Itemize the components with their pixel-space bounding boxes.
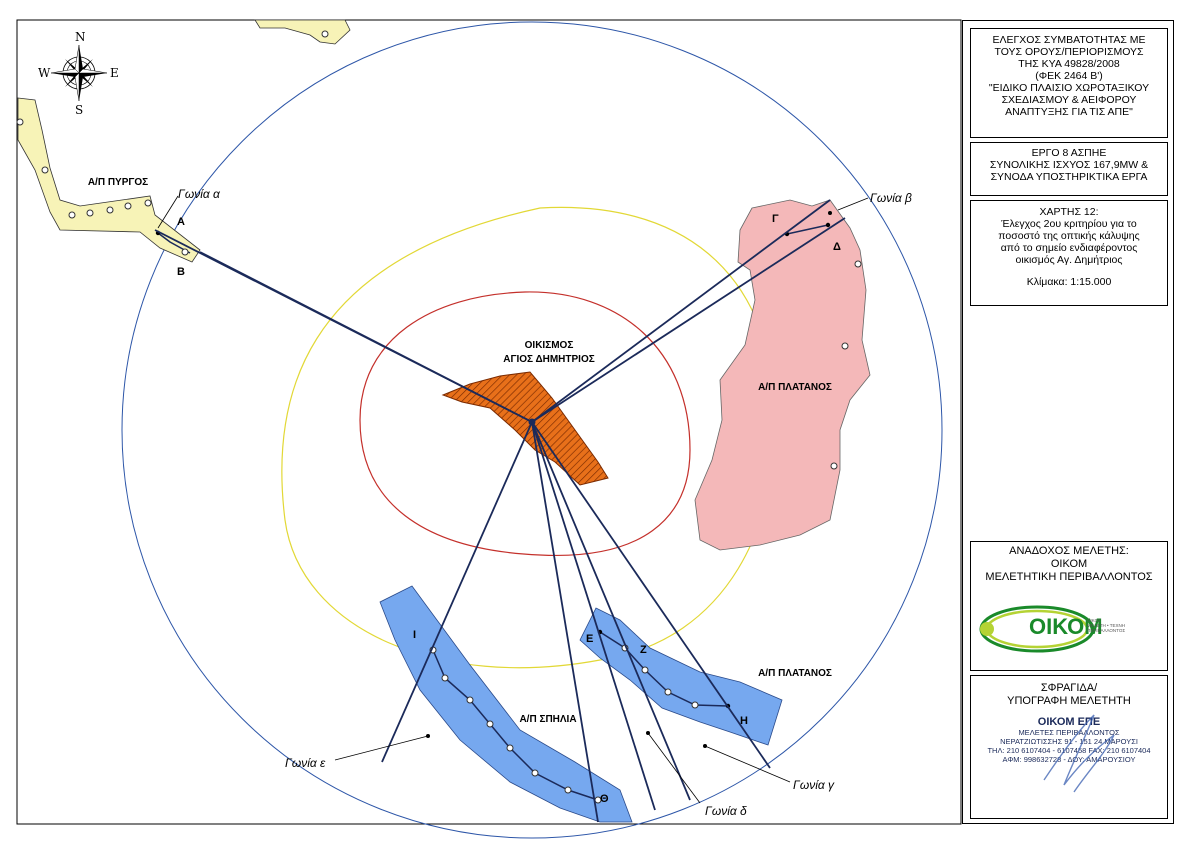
- angle-delta-label: Γωνία δ: [705, 804, 747, 818]
- map-description-line: οικισμός Αγ. Δημήτριος: [1015, 254, 1123, 266]
- point-d-label: Δ: [833, 241, 841, 253]
- stamp-header-line: ΥΠΟΓΡΑΦΗ ΜΕΛΕΤΗΤΗ: [1007, 695, 1131, 707]
- logo-text: ΟΙΚΟΜ: [1029, 614, 1103, 639]
- stamp-header-line: ΣΦΡΑΓΙΔΑ/: [1040, 682, 1098, 694]
- point-g-label: Γ: [772, 213, 779, 225]
- oikom-logo: ΟΙΚΟΜ ΟΙΚΟΣ ΜΕΛΕΤΗ • ΤΕΧΝΗ ΠΕΡΙΒΑΛΛΟΝΤΟΣ: [979, 604, 1157, 654]
- company-stamp: ΟΙΚΟΜ ΕΠΕ ΜΕΛΕΤΕΣ ΠΕΡΙΒΑΛΛΟΝΤΟΣ ΝΕΡΑΤΖΙΩ…: [974, 714, 1164, 812]
- park-spilia-label: Α/Π ΣΠΗΛΙΑ: [519, 714, 576, 725]
- compass-east: E: [110, 66, 119, 80]
- map-scale: Κλίμακα: 1:15.000: [1026, 276, 1112, 288]
- park-platanos-south-label: Α/Π ΠΛΑΤΑΝΟΣ: [758, 668, 832, 679]
- contractor-box: ΑΝΑΔΟΧΟΣ ΜΕΛΕΤΗΣ: ΟΙΚΟΜ ΜΕΛΕΤΗΤΙΚΗ ΠΕΡΙΒ…: [970, 541, 1168, 671]
- project-line: ΕΡΓΟ 8 ΑΣΠΗΕ: [1031, 147, 1107, 159]
- compliance-line: "ΕΙΔΙΚΟ ΠΛΑΙΣΙΟ ΧΩΡΟΤΑΞΙΚΟΥ: [988, 82, 1150, 94]
- settlement-label-line1: ΟΙΚΙΣΜΟΣ: [525, 340, 574, 351]
- yellow-zone: [281, 206, 776, 669]
- settlement-area: [441, 371, 609, 486]
- compliance-box: ΕΛΕΓΧΟΣ ΣΥΜΒΑΤΟΤΗΤΑΣ ΜΕ ΤΟΥΣ ΟΡΟΥΣ/ΠΕΡΙΟ…: [970, 28, 1168, 138]
- park-pyrgos-label: Α/Π ΠΥΡΓΟΣ: [88, 177, 148, 188]
- map-description-line: ποσοστό της οπτικής κάλυψης: [998, 230, 1140, 242]
- point-h-label: Η: [740, 715, 748, 727]
- angle-epsilon-label: Γωνία ε: [285, 756, 326, 770]
- compliance-line: ΑΝΑΠΤΥΞΗΣ ΓΙΑ ΤΙΣ ΑΠΕ": [1005, 106, 1133, 118]
- point-th-label: Θ: [600, 793, 609, 805]
- stamp-line: ΜΕΛΕΤΕΣ ΠΕΡΙΒΑΛΛΟΝΤΟΣ: [1018, 728, 1120, 737]
- stamp-line: ΑΦΜ: 998632728 - ΔΟΥ: ΑΜΑΡΟΥΣΙΟΥ: [1002, 755, 1136, 764]
- stamp-line: ΤΗΛ: 210 6107404 - 6107458 FAX: 210 6107…: [987, 746, 1151, 755]
- contractor-line: ΜΕΛΕΤΗΤΙΚΗ ΠΕΡΙΒΑΛΛΟΝΤΟΣ: [985, 571, 1153, 583]
- park-pyrgos-area: [17, 97, 201, 263]
- compliance-line: ΤΟΥΣ ΟΡΟΥΣ/ΠΕΡΙΟΡΙΣΜΟΥΣ: [994, 46, 1144, 58]
- turbine-chain-platanos-south: [599, 631, 729, 707]
- contractor-line: ΟΙΚΟΜ: [1050, 558, 1088, 570]
- settlement-label-line2: ΑΓΙΟΣ ΔΗΜΗΤΡΙΟΣ: [503, 354, 595, 365]
- compliance-line: ΣΧΕΔΙΑΣΜΟΥ & ΑΕΙΦΟΡΟΥ: [1001, 94, 1137, 106]
- observation-point: [528, 418, 536, 426]
- outer-circle: [121, 21, 943, 839]
- compass-west: W: [38, 66, 51, 80]
- logo-subtitle: ΟΙΚΟΣ ΜΕΛΕΤΗ • ΤΕΧΝΗ ΠΕΡΙΒΑΛΛΟΝΤΟΣ: [1087, 618, 1126, 633]
- compass-south: S: [75, 103, 83, 117]
- stamp-box: ΣΦΡΑΓΙΔΑ/ ΥΠΟΓΡΑΦΗ ΜΕΛΕΤΗΤΗ ΟΙΚΟΜ ΕΠΕ ΜΕ…: [970, 675, 1168, 819]
- title-block: ΕΛΕΓΧΟΣ ΣΥΜΒΑΤΟΤΗΤΑΣ ΜΕ ΤΟΥΣ ΟΡΟΥΣ/ΠΕΡΙΟ…: [962, 20, 1174, 824]
- angle-alpha-label: Γωνία α: [178, 187, 221, 201]
- point-a-label: Α: [177, 216, 185, 228]
- angle-beta-label: Γωνία β: [870, 191, 912, 205]
- park-platanos-east-label: Α/Π ΠΛΑΤΑΝΟΣ: [758, 382, 832, 393]
- map-description-line: από το σημείο ενδιαφέροντος: [1000, 242, 1138, 254]
- logo-swoosh-icon: [979, 605, 1095, 653]
- red-zone: [359, 291, 691, 557]
- map-number: ΧΑΡΤΗΣ 12:: [1039, 206, 1099, 218]
- stamp-company: ΟΙΚΟΜ ΕΠΕ: [1037, 716, 1101, 728]
- compass-north: N: [75, 30, 86, 44]
- compliance-line: (ΦΕΚ 2464 Β'): [1035, 70, 1103, 82]
- compliance-line: ΕΛΕΓΧΟΣ ΣΥΜΒΑΤΟΤΗΤΑΣ ΜΕ: [992, 34, 1146, 46]
- angle-gamma-label: Γωνία γ: [793, 778, 835, 792]
- turbine-chain-spilia: [432, 649, 599, 801]
- map-description-line: Έλεγχος 2ου κριτηρίου για το: [1001, 218, 1137, 230]
- point-e-label: Ε: [586, 633, 593, 645]
- park-top-area: [254, 19, 351, 45]
- sight-lines: [154, 199, 846, 823]
- compliance-line: ΤΗΣ ΚΥΑ 49828/2008: [1018, 58, 1120, 70]
- park-platanos-east-area: [694, 199, 871, 551]
- stamp-line: ΝΕΡΑΤΖΙΩΤΙΣΣΗΣ 91 - 151 24 ΜΑΡΟΥΣΙ: [1000, 737, 1138, 746]
- compass-rose-icon: [50, 44, 108, 102]
- angle-leaders: [157, 195, 869, 804]
- point-i-label: Ι: [413, 629, 416, 641]
- project-box: ΕΡΓΟ 8 ΑΣΠΗΕ ΣΥΝΟΛΙΚΗΣ ΙΣΧΥΟΣ 167,9MW & …: [970, 142, 1168, 196]
- map-info-box: ΧΑΡΤΗΣ 12: Έλεγχος 2ου κριτηρίου για το …: [970, 200, 1168, 306]
- project-line: ΣΥΝΟΔΑ ΥΠΟΣΤΗΡΙΚΤΙΚΑ ΕΡΓΑ: [990, 171, 1148, 183]
- turbine-chain-platanos-east: [786, 224, 829, 235]
- contractor-line: ΑΝΑΔΟΧΟΣ ΜΕΛΕΤΗΣ:: [1009, 545, 1129, 557]
- park-spilia-area: [379, 585, 633, 823]
- point-b-label: Β: [177, 266, 185, 278]
- point-z-label: Ζ: [640, 644, 647, 656]
- project-line: ΣΥΝΟΛΙΚΗΣ ΙΣΧΥΟΣ 167,9MW &: [989, 159, 1149, 171]
